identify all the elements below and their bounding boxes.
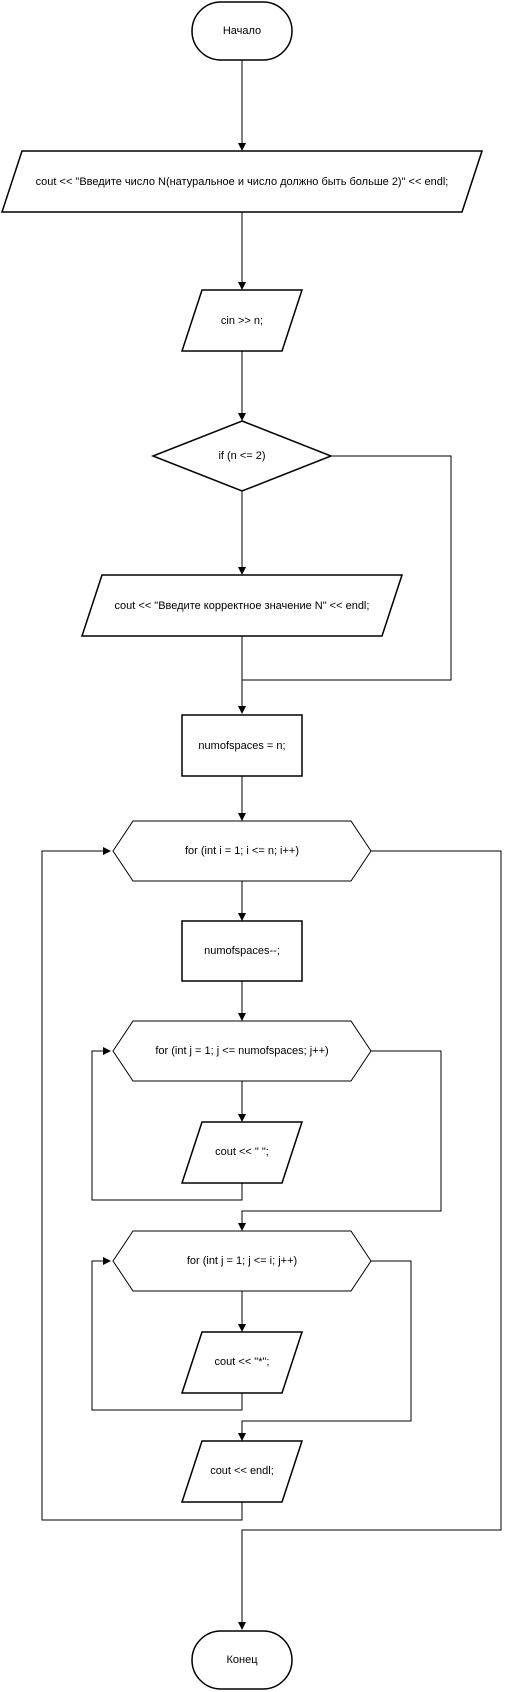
edge-check-bypass <box>242 455 452 681</box>
edges <box>41 60 502 1630</box>
print-star-label: cout << "*"; <box>215 1356 270 1368</box>
end-node: Конец <box>191 1630 293 1690</box>
decrement-process-box <box>181 920 303 982</box>
start-node: Начало <box>191 1 293 61</box>
error-output-parallelogram <box>80 574 404 637</box>
arrowhead <box>238 706 246 714</box>
edge-print-space-loopback <box>91 1050 243 1201</box>
start-label: Начало <box>223 25 261 37</box>
edge-spaces-loop-exit <box>241 1050 442 1228</box>
init-label: numofspaces = n; <box>198 740 285 752</box>
check-diamond <box>150 420 334 492</box>
arrowhead <box>103 1047 111 1055</box>
print-star-parallelogram <box>180 1331 304 1394</box>
arrowhead <box>238 1324 246 1332</box>
check-label: if (n <= 2) <box>218 450 265 462</box>
arrowhead <box>238 413 246 421</box>
print-endl-parallelogram <box>180 1440 304 1503</box>
edge-outer-loop-exit <box>241 850 502 1627</box>
outer-loop-label: for (int i = 1; i <= n; i++) <box>185 845 299 857</box>
end-label: Конец <box>226 1654 258 1666</box>
stars-loop-hexagon <box>112 1230 372 1292</box>
arrowhead <box>238 1223 246 1231</box>
print-endl-label: cout << endl; <box>210 1465 274 1477</box>
print-space-label: cout << " "; <box>215 1146 269 1158</box>
print-space-parallelogram <box>180 1121 304 1184</box>
edge-print-star-loopback <box>91 1260 243 1411</box>
arrowhead <box>238 1622 246 1630</box>
arrowhead <box>238 813 246 821</box>
print-space-node: cout << " "; <box>180 1121 304 1184</box>
prompt-output-label: cout << "Введите число N(натуральное и ч… <box>36 176 449 188</box>
arrowhead <box>238 1013 246 1021</box>
error-output-label: cout << "Введите корректное значение N" … <box>115 600 370 612</box>
spaces-loop-label: for (int j = 1; j <= numofspaces; j++) <box>155 1045 328 1057</box>
arrowhead <box>238 282 246 290</box>
arrowhead <box>103 1257 111 1265</box>
arrowhead <box>238 1114 246 1122</box>
input-node: cin >> n; <box>180 289 304 352</box>
spaces-loop-node: for (int j = 1; j <= numofspaces; j++) <box>112 1020 372 1082</box>
arrowhead <box>238 567 246 575</box>
print-endl-node: cout << endl; <box>180 1440 304 1503</box>
prompt-output-parallelogram <box>0 150 484 213</box>
stars-loop-label: for (int j = 1; j <= i; j++) <box>187 1255 297 1267</box>
edge-endl-loopback <box>41 850 243 1521</box>
decrement-label: numofspaces--; <box>204 945 280 957</box>
decrement-node: numofspaces--; <box>181 920 303 982</box>
stars-loop-node: for (int j = 1; j <= i; j++) <box>112 1230 372 1292</box>
end-terminator <box>191 1630 293 1690</box>
spaces-loop-hexagon <box>112 1020 372 1082</box>
input-parallelogram <box>180 289 304 352</box>
check-node: if (n <= 2) <box>150 420 334 492</box>
arrowhead <box>103 847 111 855</box>
init-process-box <box>181 714 303 777</box>
prompt-output-node: cout << "Введите число N(натуральное и ч… <box>0 150 484 213</box>
arrowhead <box>238 1433 246 1441</box>
input-label: cin >> n; <box>221 315 263 327</box>
outer-loop-hexagon <box>112 820 372 882</box>
start-terminator <box>191 1 293 61</box>
error-output-node: cout << "Введите корректное значение N" … <box>80 574 404 637</box>
arrowhead <box>238 913 246 921</box>
print-star-node: cout << "*"; <box>180 1331 304 1394</box>
arrowhead <box>238 143 246 151</box>
edge-stars-loop-exit <box>241 1260 412 1438</box>
outer-loop-node: for (int i = 1; i <= n; i++) <box>112 820 372 882</box>
init-node: numofspaces = n; <box>181 714 303 777</box>
